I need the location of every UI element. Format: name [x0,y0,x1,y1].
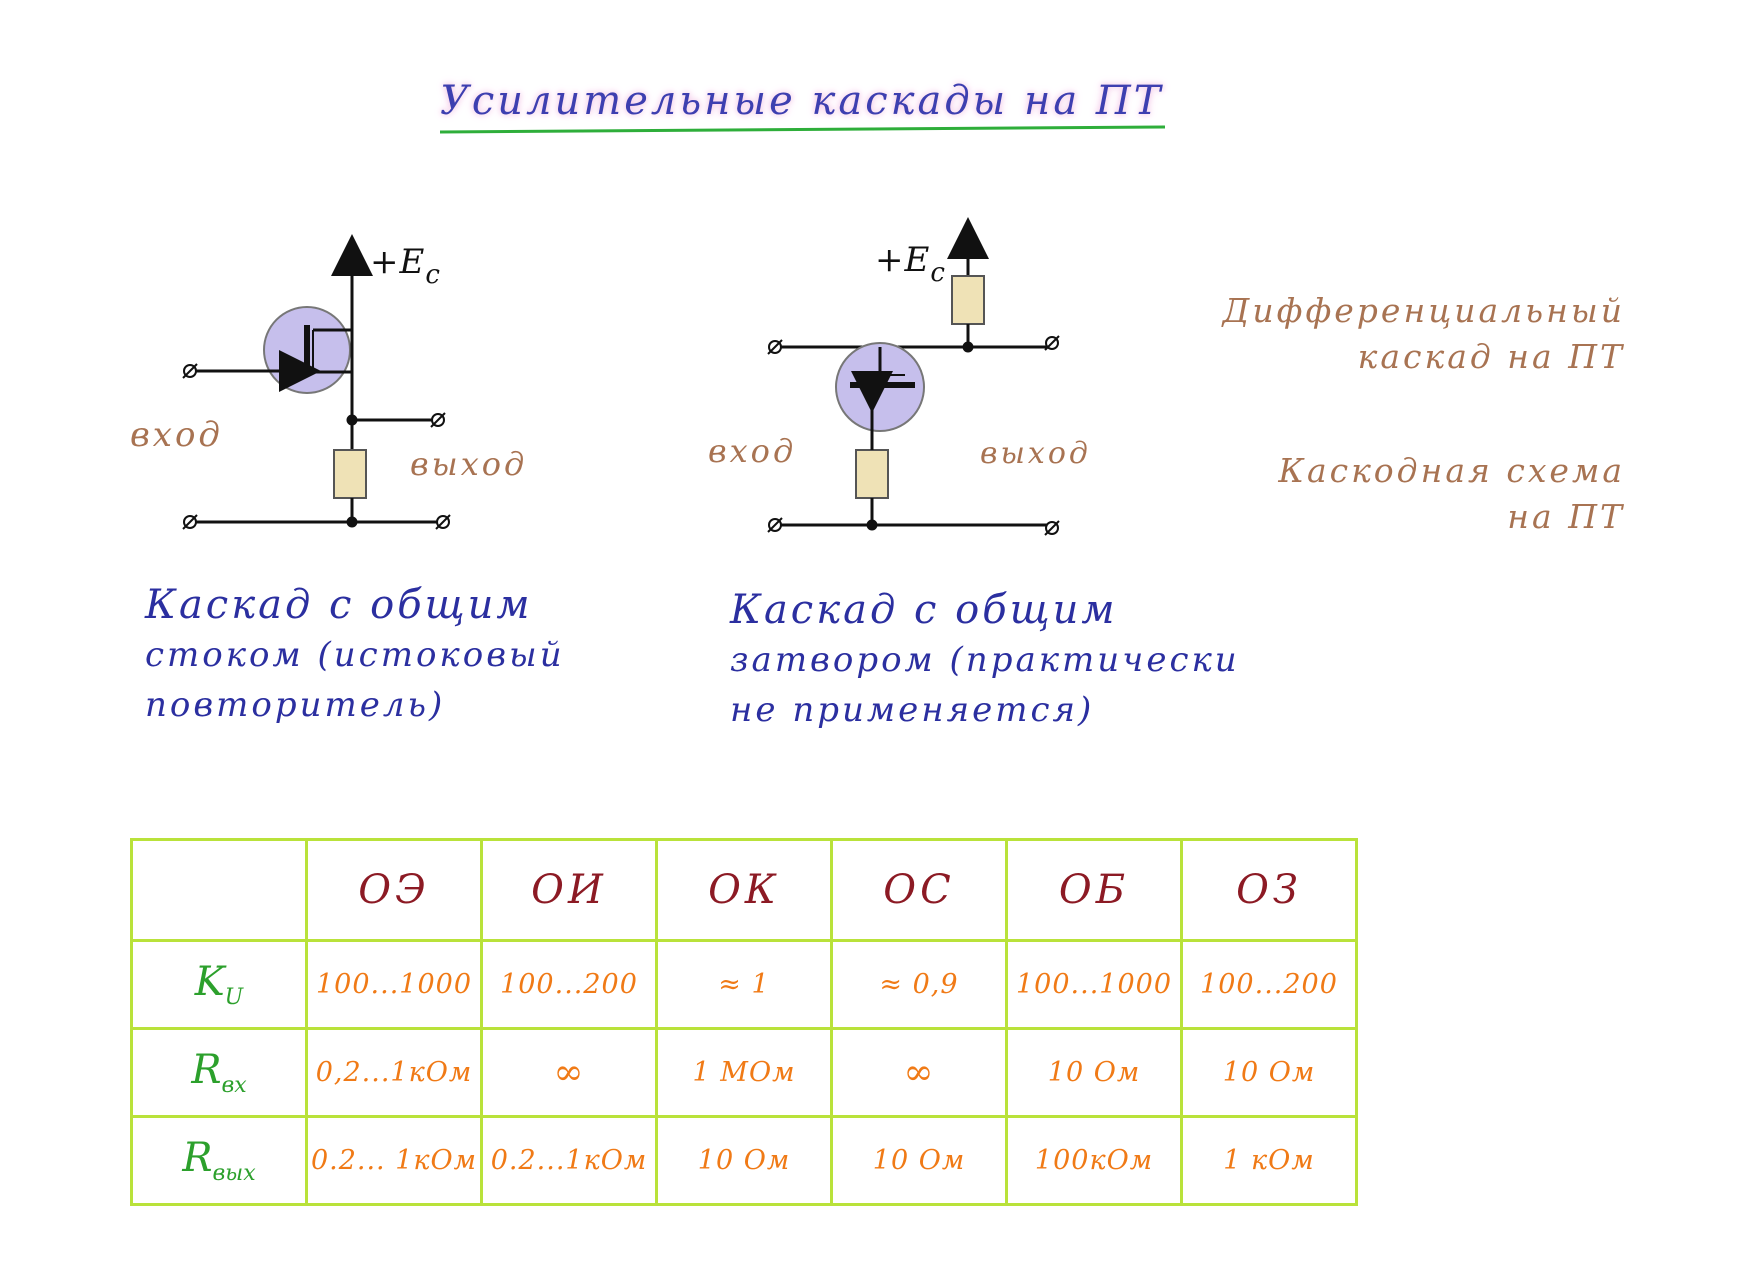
table-cell: 10 Ом [1005,1027,1183,1118]
caption-2: Каскад с общим затвором (практически не … [730,587,1240,730]
column-header: ОЗ [1180,838,1358,942]
output-label-1: выход [410,445,528,483]
supply-label-1: +Ec [370,242,441,290]
note-differential-cascade: Дифференциальный каскад на ПТ [1222,291,1625,376]
table-cell: 100кОм [1005,1115,1183,1206]
table-cell: 0,2...1кОм [305,1027,483,1118]
table-cell: 100...1000 [1005,939,1183,1030]
table-cell: 1 кОм [1180,1115,1358,1206]
table-cell: ∞ [830,1027,1008,1118]
row-header-rin: Rвх [130,1027,308,1118]
table-cell: 10 Ом [830,1115,1008,1206]
resistor-1 [333,449,367,499]
table-row: KU 100...1000 100...200 ≈ 1 ≈ 0,9 100...… [130,939,1358,1030]
table-corner [130,838,308,942]
table-cell: ∞ [480,1027,658,1118]
parameters-table: ОЭ ОИ ОК ОС ОБ ОЗ KU 100...1000 100...20… [130,838,1358,1206]
table-cell: 0.2... 1кОм [305,1115,483,1206]
table-cell: 10 Ом [655,1115,833,1206]
table-cell: ≈ 0,9 [830,939,1008,1030]
table-cell: 10 Ом [1180,1027,1358,1118]
table-row: Rвх 0,2...1кОм ∞ 1 МОм ∞ 10 Ом 10 Ом [130,1027,1358,1118]
column-header: ОБ [1005,838,1183,942]
caption-1: Каскад с общим стоком (истоковый повтори… [145,582,565,725]
table-cell: ≈ 1 [655,939,833,1030]
resistor-2a [951,275,985,325]
column-header: ОС [830,838,1008,942]
table-cell: 0.2...1кОм [480,1115,658,1206]
note-cascode-circuit: Каскодная схема на ПТ [1278,451,1625,536]
supply-label-2: +Ec [875,240,946,288]
input-label-1: вход [130,415,223,455]
row-header-rout: Rвых [130,1115,308,1206]
column-header: ОК [655,838,833,942]
output-label-2: выход [980,436,1091,471]
resistor-2b [855,449,889,499]
column-header: ОИ [480,838,658,942]
table-cell: 100...200 [480,939,658,1030]
table-row: Rвых 0.2... 1кОм 0.2...1кОм 10 Ом 10 Ом … [130,1115,1358,1206]
table-cell: 100...1000 [305,939,483,1030]
circuit-common-gate [767,217,1060,536]
input-label-2: вход [708,432,797,470]
table-cell: 1 МОм [655,1027,833,1118]
column-header: ОЭ [305,838,483,942]
circuit-common-drain [182,234,451,530]
page-title: Усилительные каскады на ПТ [440,78,1164,124]
row-header-ku: KU [130,939,308,1030]
table-header-row: ОЭ ОИ ОК ОС ОБ ОЗ [130,838,1358,942]
table-cell: 100...200 [1180,939,1358,1030]
